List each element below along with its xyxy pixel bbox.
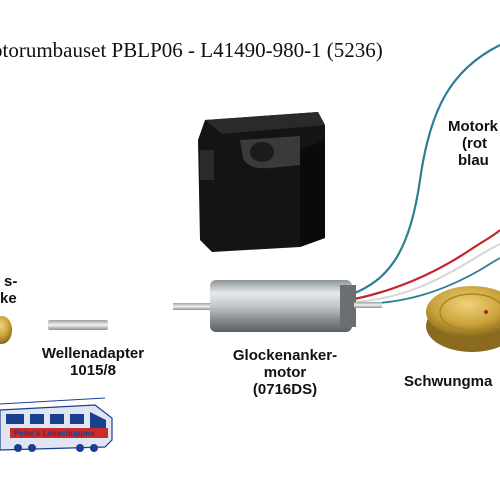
coreless-motor (173, 280, 382, 332)
glockenanker-line-2: motor (263, 364, 307, 381)
peters-lokschuppen-logo: Peter's Lokschuppen (0, 397, 113, 452)
motor-cable (349, 44, 500, 305)
left-partial-line-2: ke (0, 290, 17, 307)
wellenadapter-label: Wellenadapter 1015/8 (28, 345, 158, 379)
glockenanker-line-3: (0716DS) (252, 381, 318, 398)
logo-text: Peter's Lokschuppen (14, 429, 95, 438)
flywheel (426, 286, 500, 352)
glockenanker-label: Glockenanker- motor (0716DS) (220, 347, 350, 398)
motorkabel-line-2: (rot (462, 135, 487, 152)
left-partial-line-1: s- (4, 273, 18, 290)
brass-sleeve (0, 316, 12, 344)
motorkabel-line-3: blau (458, 152, 489, 169)
left-partial-label: s- ke (0, 273, 17, 307)
motorkabel-line-1: Motork (448, 118, 498, 135)
glockenanker-line-1: Glockenanker- (232, 347, 338, 364)
schwungmasse-label: Schwungma (404, 373, 493, 390)
motor-bracket (198, 112, 325, 252)
wellenadapter-line-2: 1015/8 (70, 362, 116, 379)
page-title: otorumbauset PBLP06 - L41490-980-1 (5236… (0, 38, 383, 62)
motorkabel-label: Motork (rot blau (448, 118, 498, 169)
shaft-adapter (48, 320, 108, 330)
wellenadapter-line-1: Wellenadapter (41, 345, 145, 362)
